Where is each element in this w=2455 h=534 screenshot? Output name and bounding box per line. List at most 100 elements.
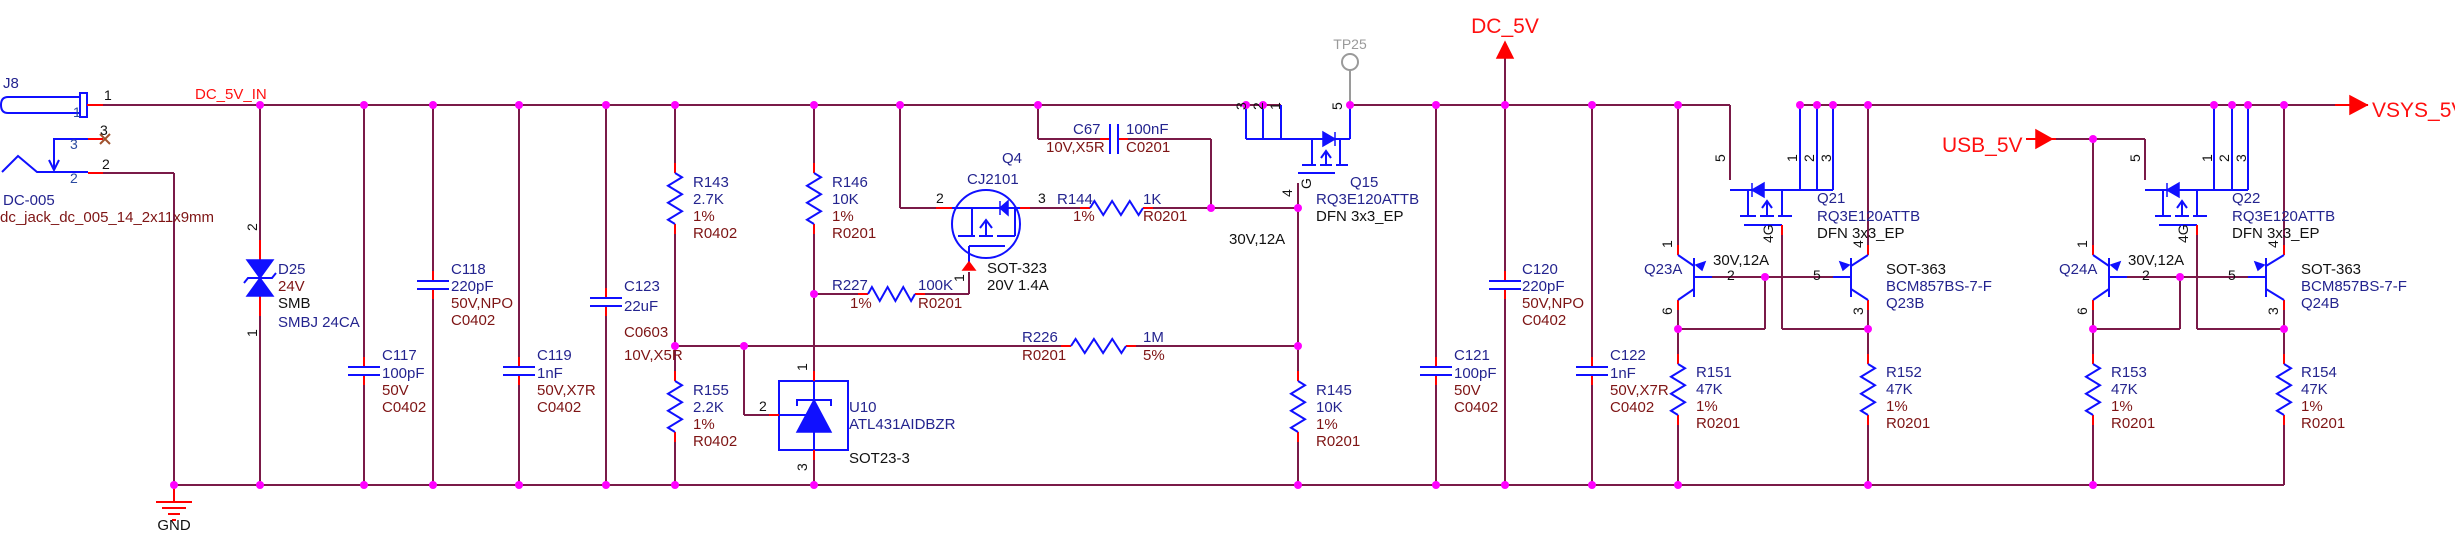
d25-package: SMB	[278, 295, 311, 312]
c67-footprint: C0201	[1126, 139, 1170, 156]
junction-dot	[1674, 101, 1682, 109]
q15-pin-number: 1	[1267, 102, 1283, 110]
r151-footprint: R0201	[1696, 415, 1740, 432]
junction-dot	[2210, 101, 2218, 109]
junction-dot	[1034, 101, 1042, 109]
q15-rating: 30V,12A	[1229, 231, 1285, 248]
junction-dot	[256, 481, 264, 489]
q23b-arrow-icon	[1838, 260, 1851, 272]
r152-ref: R152	[1886, 364, 1922, 381]
q22-ref: Q22	[2232, 190, 2260, 207]
c118-value: 220pF	[451, 278, 494, 295]
junction-dot	[515, 101, 523, 109]
j8-value: DC-005	[3, 192, 55, 209]
junction-dot	[1294, 481, 1302, 489]
r146-footprint: R0201	[832, 225, 876, 242]
junction-dot	[1259, 101, 1267, 109]
q21-ref: Q21	[1817, 190, 1845, 207]
junction-dot	[515, 481, 523, 489]
junction-dot	[360, 481, 368, 489]
d25-tvs-icon	[245, 276, 275, 297]
junction-dot	[1501, 481, 1509, 489]
q15-ref: Q15	[1350, 174, 1378, 191]
dc-5v-port-icon	[1495, 40, 1515, 59]
r145-footprint: R0201	[1316, 433, 1360, 450]
r152-value: 47K	[1886, 381, 1913, 398]
r226-value: 1M	[1143, 329, 1164, 346]
net-label-gnd: GND	[157, 517, 191, 534]
test-point-label: TP25	[1333, 36, 1367, 52]
c123-footprint: C0603	[624, 324, 668, 341]
net-label-dc-5v: DC_5V	[1471, 15, 1539, 38]
symbols	[0, 40, 2369, 521]
q22-arrow	[2176, 199, 2188, 216]
c117-value: 100pF	[382, 365, 425, 382]
c119-value: 1nF	[537, 365, 563, 382]
q4-pin-number: 1	[951, 274, 967, 282]
net-label-dc-5v-in: DC_5V_IN	[195, 86, 267, 103]
net-label-usb-5v: USB_5V	[1942, 134, 2023, 157]
junction-dot	[429, 101, 437, 109]
c117-footprint: C0402	[382, 399, 426, 416]
q15-pin-number: 4	[1279, 189, 1295, 197]
r144-resistor-body	[1089, 199, 1144, 217]
c121-footprint: C0402	[1454, 399, 1498, 416]
q23a-emitter	[1677, 254, 1695, 267]
junction-dot	[170, 481, 178, 489]
junction-dot	[810, 481, 818, 489]
r144-tolerance: 1%	[1073, 208, 1095, 225]
r153-footprint: R0201	[2111, 415, 2155, 432]
q24-pin-number: 3	[2265, 307, 2281, 315]
r153-resistor-body	[2084, 363, 2102, 416]
u10-ref: U10	[849, 399, 877, 416]
q23-pin-number: 1	[1659, 240, 1675, 248]
c121-rating: 50V	[1454, 382, 1481, 399]
q23-pin-number: 6	[1659, 307, 1675, 315]
r146-ref: R146	[832, 174, 868, 191]
j8-pin-number: 1	[104, 87, 112, 103]
q22-diode-icon	[2165, 181, 2180, 199]
q24a-collector	[2092, 288, 2110, 301]
q23b-ref: Q23B	[1886, 295, 1924, 312]
q4-body-circle	[951, 189, 1021, 259]
q22-rating: 30V,12A	[2128, 252, 2184, 269]
r143-value: 2.7K	[693, 191, 724, 208]
q15-arrow	[1320, 149, 1332, 165]
vsys-5v-port-icon	[2349, 94, 2369, 116]
u10-pin-number: 1	[794, 363, 810, 371]
r146-tolerance: 1%	[832, 208, 854, 225]
q22-package: DFN 3x3_EP	[2232, 225, 2320, 242]
q21-pin-number: 4G	[1760, 224, 1776, 243]
q24b-emitter	[2265, 254, 2285, 267]
q21-package: DFN 3x3_EP	[1817, 225, 1905, 242]
r227-value: 100K	[918, 277, 953, 294]
q23-pin-number: 2	[1727, 267, 1735, 283]
junction-dot	[602, 101, 610, 109]
junction-dot	[360, 101, 368, 109]
u10-package: SOT23-3	[849, 450, 910, 467]
q4-package: SOT-323	[987, 260, 1047, 277]
q23-package: SOT-363	[1886, 261, 1946, 278]
q23a-arrow-icon	[1694, 260, 1707, 272]
r227-ref: R227	[832, 277, 868, 294]
q23-pin-number: 5	[1813, 267, 1821, 283]
j8-ref: J8	[3, 75, 19, 92]
r226-ref: R226	[1022, 329, 1058, 346]
r227-tolerance: 1%	[850, 295, 872, 312]
q4-diode-icon	[998, 199, 1009, 217]
r146-value: 10K	[832, 191, 859, 208]
junction-dot	[2244, 101, 2252, 109]
d25-bar	[243, 272, 277, 284]
r144-value: 1K	[1143, 191, 1161, 208]
c119-ref: C119	[537, 347, 572, 364]
junction-dot	[1432, 101, 1440, 109]
r227-resistor-body	[867, 284, 916, 304]
c118-footprint: C0402	[451, 312, 495, 329]
j8-pin-label: 1	[73, 104, 81, 120]
q21-pin-number: 3	[1818, 154, 1834, 162]
junction-dot	[2280, 325, 2288, 333]
q4-pin-number: 3	[1038, 190, 1046, 206]
q24-pin-number: 1	[2074, 240, 2090, 248]
q21-diode-icon	[1750, 181, 1765, 199]
